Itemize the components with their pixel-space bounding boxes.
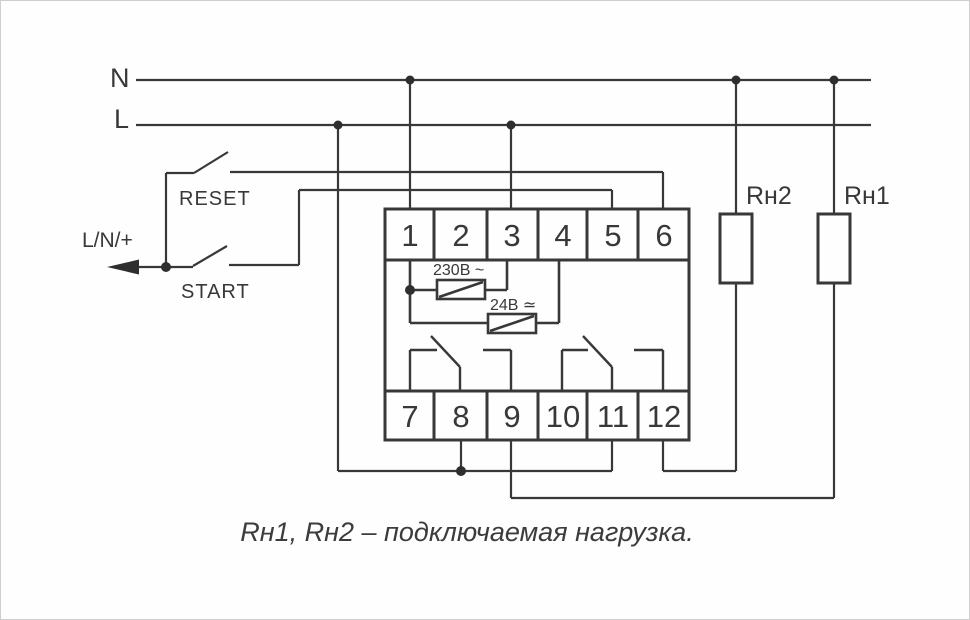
terminal-4-label: 4	[554, 218, 572, 253]
load-resistor-rh1	[816, 212, 852, 285]
coil-230v-label: 230В ~	[433, 262, 485, 279]
junction-dot	[405, 285, 415, 295]
terminal-7-label: 7	[401, 399, 419, 434]
l-bus-label: L	[114, 104, 130, 134]
load-rh1-label: Rн1	[844, 182, 890, 210]
diagram-caption: Rн1, Rн2 – подключаемая нагрузка.	[240, 517, 694, 547]
loads	[718, 212, 852, 285]
start-label: START	[181, 281, 250, 303]
terminal-3-label: 3	[503, 218, 521, 253]
relay-contacts	[408, 335, 665, 391]
wires	[113, 78, 871, 500]
terminal-5-label: 5	[604, 218, 622, 253]
terminal-12-label: 12	[646, 399, 682, 434]
terminal-10-label: 10	[545, 399, 581, 434]
junction-dot	[829, 75, 839, 85]
terminal-8-label: 8	[452, 399, 470, 434]
reset-label: RESET	[179, 188, 251, 210]
terminal-1-label: 1	[401, 218, 419, 253]
load-resistor-rh2	[718, 212, 754, 285]
junction-dot	[405, 75, 415, 85]
contact2-blade	[582, 335, 613, 368]
junction-dot	[456, 466, 466, 476]
n-bus-label: N	[110, 63, 130, 93]
coils	[408, 260, 561, 335]
supply-label: L/N/+	[82, 229, 133, 252]
contact1-blade	[430, 335, 461, 368]
start-switch-blade	[192, 245, 228, 267]
coil-24v-diagonal	[489, 314, 535, 333]
junction-dot	[731, 75, 741, 85]
coil-24v-label: 24В ≃	[490, 297, 537, 314]
arrow-left-icon	[107, 259, 139, 275]
junction-dot	[333, 120, 343, 130]
terminal-9-label: 9	[503, 399, 521, 434]
terminal-2-label: 2	[452, 218, 470, 253]
load-rh2-label: Rн2	[746, 182, 792, 210]
terminal-6-label: 6	[655, 218, 673, 253]
device	[383, 207, 691, 442]
junction-dot	[506, 120, 516, 130]
junction-dots	[161, 75, 839, 476]
coil-230v-diagonal	[438, 280, 484, 299]
terminal-11-label: 11	[596, 399, 630, 434]
junction-dot	[161, 262, 171, 272]
reset-switch-blade	[193, 151, 229, 174]
